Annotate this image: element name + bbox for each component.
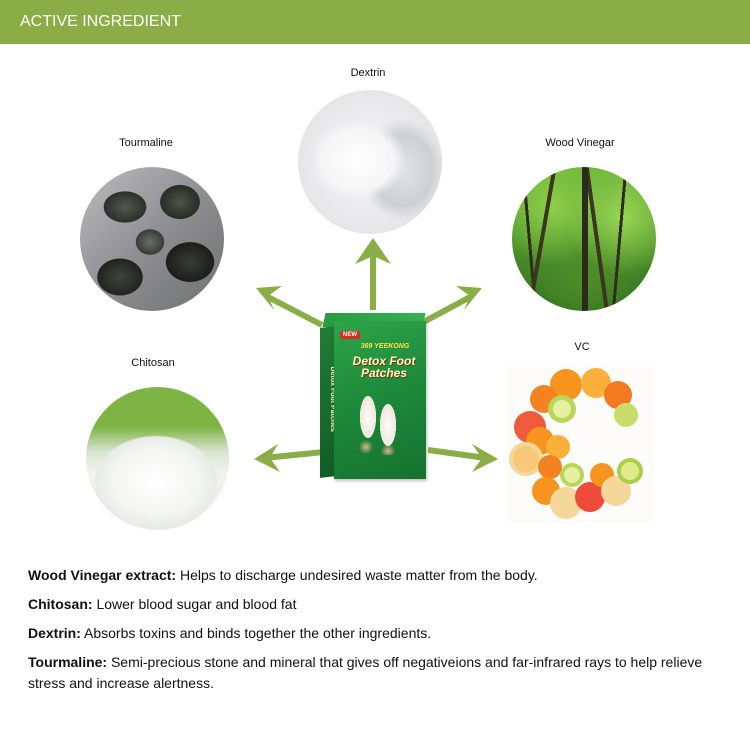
arrow-up-icon bbox=[355, 238, 391, 310]
ingredient-label-chitosan: Chitosan bbox=[131, 357, 175, 369]
chitosan-powder-image bbox=[86, 387, 229, 530]
tourmaline-rocks-image bbox=[80, 167, 224, 311]
ingredient-label-tourmaline: Tourmaline bbox=[119, 137, 173, 149]
description-term: Wood Vinegar extract: bbox=[28, 567, 177, 583]
description-chitosan: Chitosan: Lower blood sugar and blood fa… bbox=[28, 594, 728, 615]
description-text: Semi-precious stone and mineral that giv… bbox=[28, 654, 703, 691]
description-text: Helps to discharge undesired waste matte… bbox=[176, 567, 538, 583]
product-brand: 369 YEEKONG bbox=[360, 343, 410, 350]
vc-citrus-image bbox=[506, 367, 654, 522]
description-tourmaline: Tourmaline: Semi-precious stone and mine… bbox=[28, 652, 728, 694]
arrow-right-icon bbox=[428, 444, 498, 472]
ingredient-label-wood-vinegar: Wood Vinegar bbox=[545, 137, 615, 149]
section-header: ACTIVE INGREDIENT bbox=[0, 0, 750, 44]
description-text: Absorbs toxins and binds together the ot… bbox=[80, 625, 432, 641]
description-text: Lower blood sugar and blood fat bbox=[92, 596, 297, 612]
citrus-c-icon bbox=[509, 368, 643, 519]
description-term: Tourmaline: bbox=[28, 654, 108, 670]
description-dextrin: Dextrin: Absorbs toxins and binds togeth… bbox=[28, 623, 728, 644]
description-term: Dextrin: bbox=[28, 625, 81, 641]
arrow-up-left-icon bbox=[256, 286, 324, 328]
new-badge: NEW bbox=[340, 331, 360, 339]
description-term: Chitosan: bbox=[28, 596, 93, 612]
dextrin-powder-image bbox=[298, 90, 442, 234]
feet-patch-icon bbox=[352, 385, 406, 455]
detox-foot-patches-product: Detox Foot Patches NEW 369 YEEKONG Detox… bbox=[318, 313, 428, 483]
product-title: Detox Foot Patches bbox=[344, 355, 424, 379]
ingredient-label-vc: VC bbox=[574, 341, 590, 353]
product-title-line1: Detox Foot bbox=[352, 354, 416, 368]
product-title-line2: Patches bbox=[360, 366, 408, 380]
section-title: ACTIVE INGREDIENT bbox=[20, 13, 181, 30]
arrow-left-icon bbox=[254, 444, 324, 472]
wood-vinegar-forest-image bbox=[512, 167, 656, 311]
arrow-up-right-icon bbox=[416, 286, 482, 328]
description-wood-vinegar: Wood Vinegar extract: Helps to discharge… bbox=[28, 565, 728, 586]
ingredient-label-dextrin: Dextrin bbox=[350, 67, 386, 79]
